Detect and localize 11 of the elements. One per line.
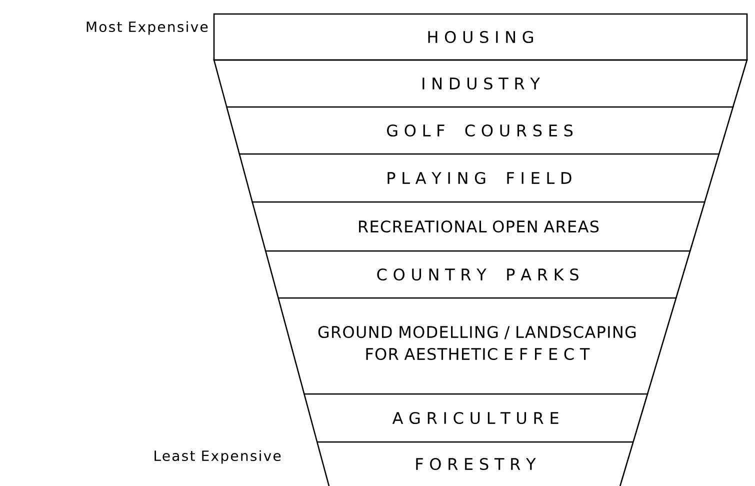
funnel-band: F O R E S T R Y — [316, 441, 634, 486]
funnel-band: C O U N T R Y P A R K S — [264, 250, 691, 298]
funnel-band: G O L F C O U R S E S — [226, 106, 734, 154]
funnel-band: RECREATIONAL OPEN AREAS — [251, 201, 706, 252]
side-label: Most Expensive — [86, 21, 208, 35]
side-label: Least Expensive — [154, 450, 281, 464]
funnel-band: H O U S I N G — [213, 13, 748, 61]
funnel-band: GROUND MODELLING / LANDSCAPING FOR AESTHETIC E F F E C T — [277, 297, 677, 394]
funnel-band: A G R I C U L T U R E — [303, 393, 648, 442]
funnel-band: I N D U S T R Y — [213, 59, 748, 108]
funnel-band: P L A Y I N G F I E L D — [238, 153, 720, 202]
